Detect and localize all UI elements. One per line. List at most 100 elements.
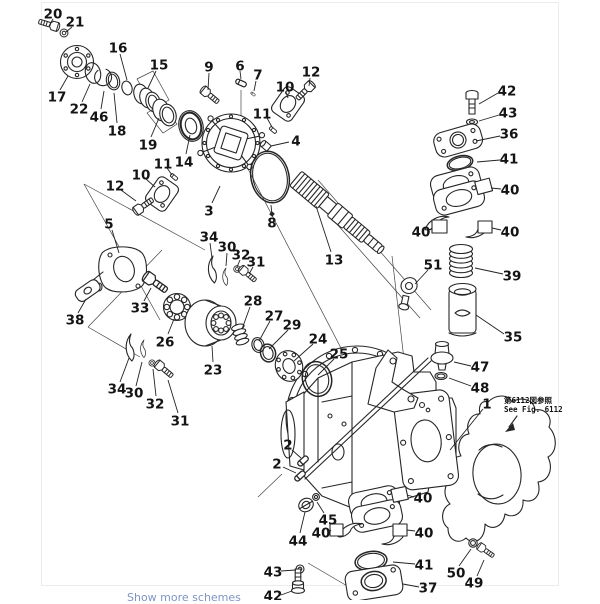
part-callout-44: 44 <box>289 534 308 550</box>
leader-line-5 <box>111 229 120 254</box>
part-callout-23: 23 <box>204 363 223 379</box>
spring-28 <box>231 323 250 346</box>
part-callout-24: 24 <box>309 332 328 348</box>
leader-line-7 <box>253 80 257 92</box>
part-callout-50: 50 <box>447 566 466 582</box>
ring-29 <box>259 343 277 363</box>
part-callout-20: 20 <box>44 7 63 23</box>
flange-17 <box>59 44 95 80</box>
leader-line-32 <box>152 368 157 397</box>
pin-11-right <box>268 125 278 135</box>
leader-line-31 <box>248 266 254 275</box>
part-callout-37: 37 <box>419 581 438 597</box>
part-callout-8: 8 <box>267 216 276 232</box>
leader-line-17 <box>59 75 69 91</box>
leader-line-50 <box>458 548 472 567</box>
part-callout-12: 12 <box>302 65 321 81</box>
oring-16 <box>121 80 133 96</box>
bolt-12-right <box>293 78 318 103</box>
part-callout-15: 15 <box>150 58 169 74</box>
part-callout-46: 46 <box>90 110 109 126</box>
leader-line-26 <box>167 318 175 335</box>
part-callout-17: 17 <box>48 90 67 106</box>
leader-line-33 <box>143 287 152 302</box>
part-callout-11: 11 <box>154 157 173 173</box>
pin-6 <box>234 77 248 89</box>
leader-line-43 <box>280 569 297 572</box>
show-more-schemes-link[interactable]: Show more schemes <box>127 591 241 604</box>
clip-30-bottom <box>139 339 147 359</box>
note-english: See Fig. 6112 <box>504 405 563 414</box>
leader-line-20 <box>48 18 54 27</box>
servo-valve-group <box>74 246 333 398</box>
leader-line-27 <box>258 320 271 342</box>
part-callout-12: 12 <box>106 179 125 195</box>
leader-line-14 <box>185 134 191 155</box>
leader-line-29 <box>268 329 289 350</box>
leader-line-43 <box>478 114 500 122</box>
leader-line-24 <box>293 343 314 362</box>
clip-34-bottom <box>124 333 136 362</box>
leader-line-42 <box>280 590 293 596</box>
valve-plate-24 <box>274 350 304 382</box>
leader-line-48 <box>448 377 472 387</box>
leader-line-49 <box>476 559 485 577</box>
bracket-38 <box>74 279 101 302</box>
part-callout-34: 34 <box>108 382 127 398</box>
clip-30-top <box>221 267 229 287</box>
part-callout-27: 27 <box>265 309 284 325</box>
part-callout-2: 2 <box>283 438 292 454</box>
leader-line-32 <box>236 259 241 268</box>
leader-line-34 <box>119 357 130 383</box>
part-callout-40: 40 <box>312 526 331 542</box>
leader-line-6 <box>239 70 242 80</box>
part-callout-39: 39 <box>503 269 522 285</box>
leader-line-40 <box>406 529 416 532</box>
flange-plate-37 <box>344 564 404 600</box>
bolt-49 <box>475 541 497 560</box>
washer-43-top <box>465 118 479 126</box>
part-callout-43: 43 <box>264 565 283 581</box>
part-callout-40: 40 <box>501 225 520 241</box>
leader-line-37 <box>402 583 420 588</box>
part-callout-10: 10 <box>276 80 295 96</box>
leader-line-2 <box>282 466 297 474</box>
nut-4 <box>259 139 272 152</box>
leader-line-36 <box>475 135 501 142</box>
leader-line-12 <box>120 189 137 202</box>
leader-line-42 <box>478 92 499 105</box>
leader-line-38 <box>77 298 87 314</box>
leader-line-34 <box>209 242 213 259</box>
leader-line-15 <box>147 70 157 89</box>
leader-line-30 <box>135 361 143 387</box>
leader-line-31 <box>167 379 179 414</box>
leader-line-41 <box>476 159 501 163</box>
main-pump-housing <box>280 340 460 513</box>
part-callout-28: 28 <box>244 294 263 310</box>
part-callout-41: 41 <box>415 558 434 574</box>
bolt-42-top <box>465 89 479 115</box>
part-callout-40: 40 <box>415 526 434 542</box>
part-callout-1: 1 <box>482 397 491 413</box>
part-callout-10: 10 <box>132 168 151 184</box>
part-callout-11: 11 <box>253 107 272 123</box>
part-callout-32: 32 <box>232 248 251 264</box>
leader-line-28 <box>241 306 251 330</box>
bolt-31-bottom <box>152 358 176 381</box>
part-callout-48: 48 <box>471 381 490 397</box>
part-callout-5: 5 <box>104 217 113 233</box>
part-callout-43: 43 <box>499 106 518 122</box>
leader-line-45 <box>316 501 325 514</box>
leader-line-41 <box>392 561 416 565</box>
part-callout-19: 19 <box>139 138 158 154</box>
leader-line-10 <box>145 178 156 188</box>
leader-line-40 <box>491 227 502 231</box>
part-callout-13: 13 <box>325 253 344 269</box>
leader-line-23 <box>211 345 214 363</box>
oring-48 <box>434 371 448 381</box>
part-callout-14: 14 <box>175 155 194 171</box>
part-callout-22: 22 <box>70 102 89 118</box>
part-callout-49: 49 <box>465 576 484 592</box>
bolt-9 <box>198 84 222 107</box>
